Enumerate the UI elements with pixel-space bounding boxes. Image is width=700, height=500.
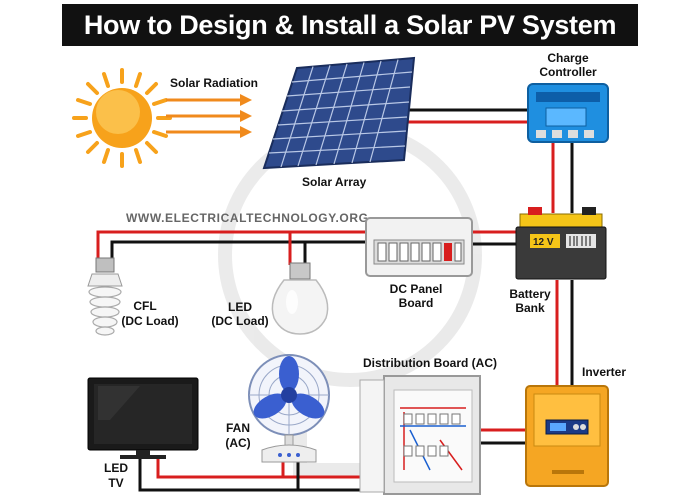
battery-voltage-label: 12 V bbox=[533, 237, 554, 248]
inverter-label: Inverter bbox=[582, 365, 626, 379]
led-bulb-icon bbox=[271, 262, 329, 335]
solar-radiation-label: Solar Radiation bbox=[170, 76, 258, 90]
battery-bank-label-line1: Battery bbox=[509, 287, 551, 301]
solar-array bbox=[262, 56, 416, 170]
cfl-label-line1: CFL bbox=[133, 299, 156, 313]
dc-panel-board bbox=[365, 217, 473, 277]
fan-label-line2: (AC) bbox=[225, 436, 250, 450]
led-tv-label-line1: LED bbox=[104, 461, 128, 475]
solar-array-label: Solar Array bbox=[302, 175, 367, 189]
dc-panel-label-line1: DC Panel bbox=[390, 282, 443, 296]
cfl-bulb-icon bbox=[87, 257, 123, 336]
charge-controller bbox=[527, 83, 609, 143]
led-label-line1: LED bbox=[228, 300, 252, 314]
fan-label-line1: FAN bbox=[226, 421, 250, 435]
sun-icon bbox=[72, 68, 172, 168]
battery-bank bbox=[515, 207, 607, 280]
battery-bank-label-line2: Bank bbox=[515, 301, 545, 315]
solar-radiation-arrows bbox=[166, 94, 252, 138]
fan-icon bbox=[248, 354, 330, 463]
charge-controller-label-line2: Controller bbox=[539, 65, 597, 79]
distribution-board-label: Distribution Board (AC) bbox=[363, 356, 497, 370]
wire-ac-load-neg bbox=[138, 458, 386, 492]
wire-dc-load-neg bbox=[110, 240, 368, 262]
wire-dc-load-pos bbox=[96, 230, 368, 258]
website-watermark: WWW.ELECTRICALTECHNOLOGY.ORG bbox=[126, 211, 369, 225]
inverter bbox=[525, 385, 609, 487]
charge-controller-label-line1: Charge bbox=[547, 51, 589, 65]
distribution-board bbox=[359, 375, 481, 495]
dc-panel-label-line2: Board bbox=[399, 296, 434, 310]
wiring bbox=[96, 108, 574, 492]
cfl-label-line2: (DC Load) bbox=[121, 314, 178, 328]
page-title: How to Design & Install a Solar PV Syste… bbox=[62, 4, 638, 46]
led-label-line2: (DC Load) bbox=[211, 314, 268, 328]
led-tv-icon bbox=[87, 377, 199, 459]
wire-ac-load-pos bbox=[156, 458, 386, 479]
led-tv-label-line2: TV bbox=[108, 476, 123, 490]
